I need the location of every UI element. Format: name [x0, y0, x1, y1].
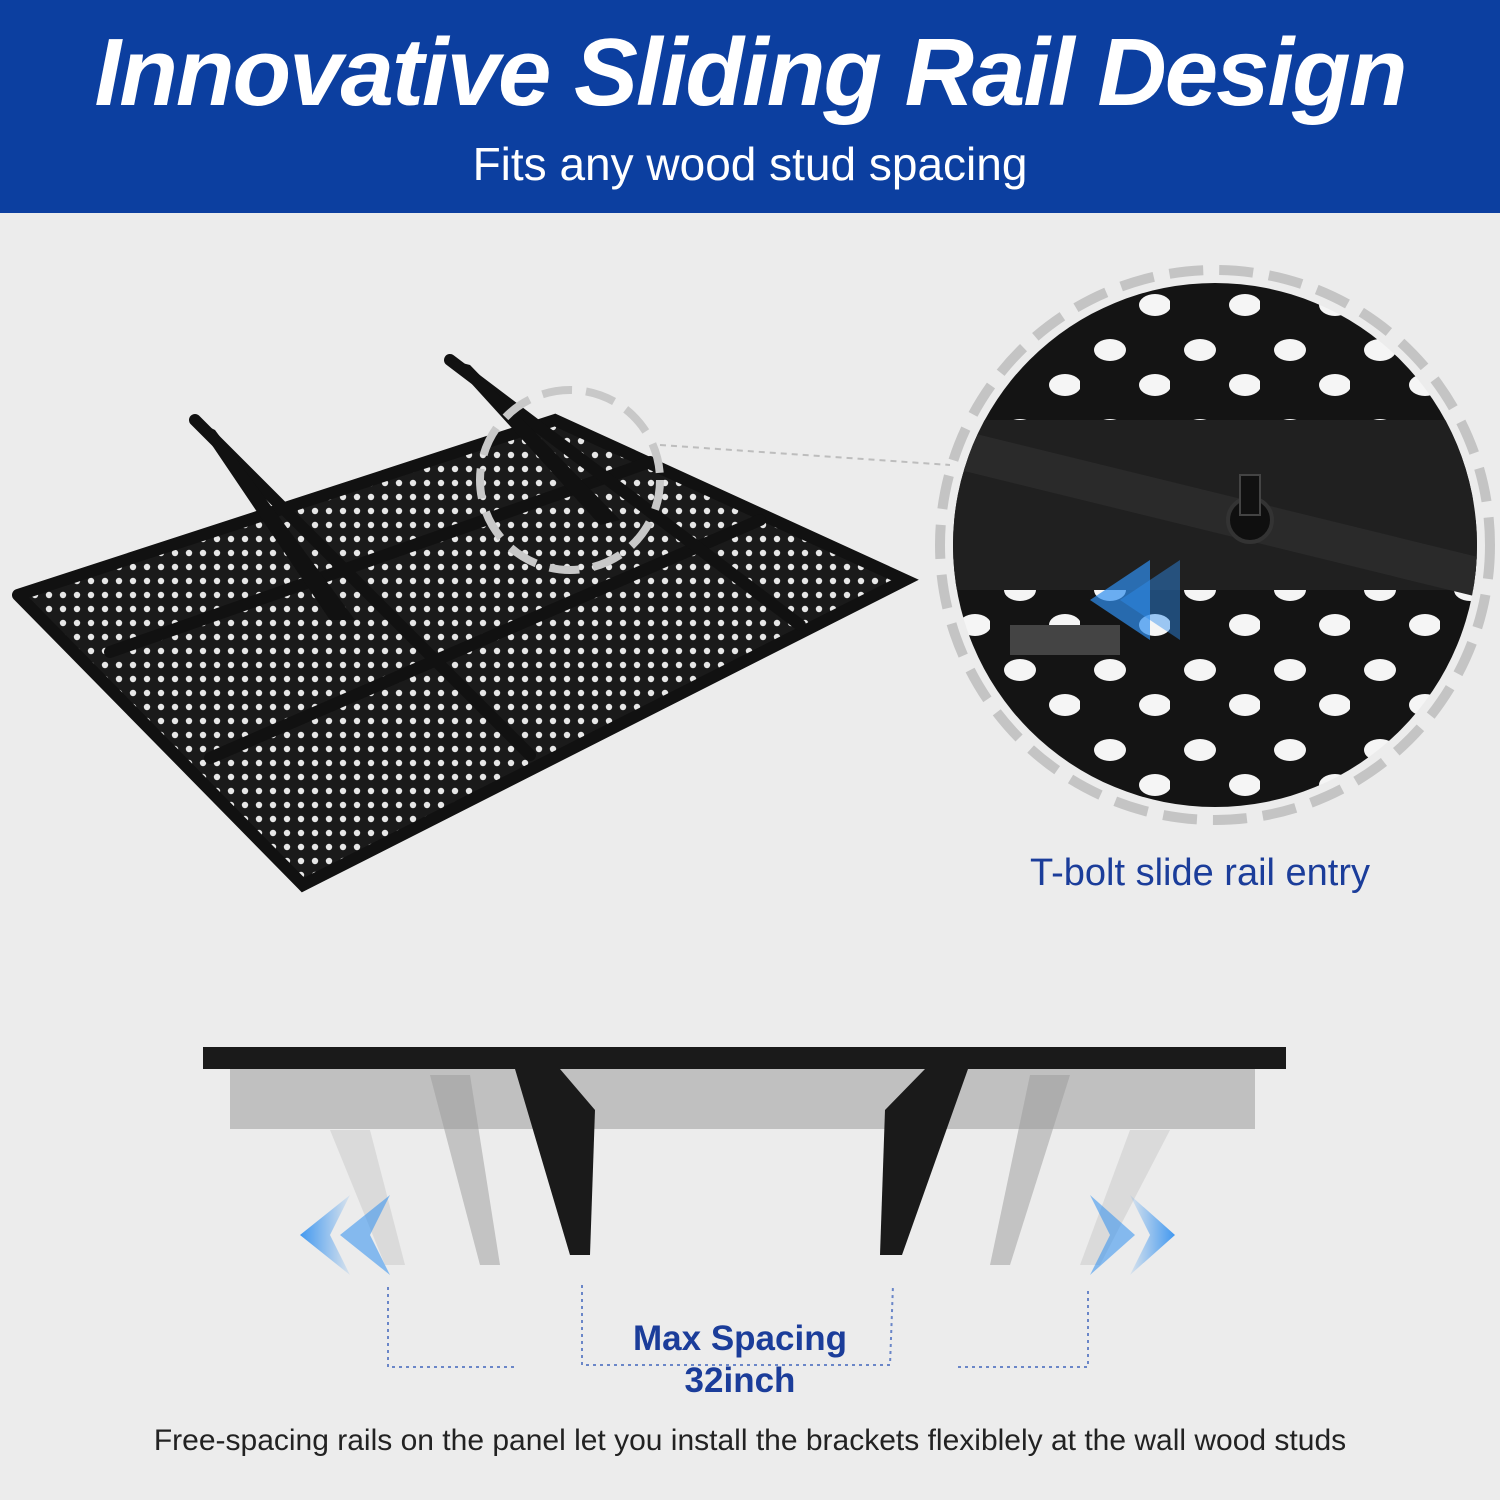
product-illustration	[12, 265, 1495, 1368]
footer-caption: Free-spacing rails on the panel let you …	[153, 1424, 1347, 1457]
page-subtitle: Fits any wood stud spacing	[472, 138, 1028, 190]
max-spacing-line1: Max Spacing	[633, 1319, 847, 1358]
shelf-panel-perspective	[12, 354, 919, 893]
zoom-source-ring	[476, 386, 664, 574]
max-spacing-label: Max Spacing 32inch	[600, 1318, 880, 1402]
zoom-detail	[935, 265, 1495, 825]
shelf-front-view	[203, 1047, 1286, 1368]
slide-left-arrow	[300, 1195, 350, 1275]
slide-right-arrow	[1130, 1195, 1175, 1275]
tbolt-caption: T-bolt slide rail entry	[1030, 852, 1371, 894]
max-spacing-line2: 32inch	[684, 1361, 796, 1400]
header-banner: Innovative Sliding Rail Design Fits any …	[0, 0, 1500, 213]
page-title: Innovative Sliding Rail Design	[94, 19, 1408, 126]
